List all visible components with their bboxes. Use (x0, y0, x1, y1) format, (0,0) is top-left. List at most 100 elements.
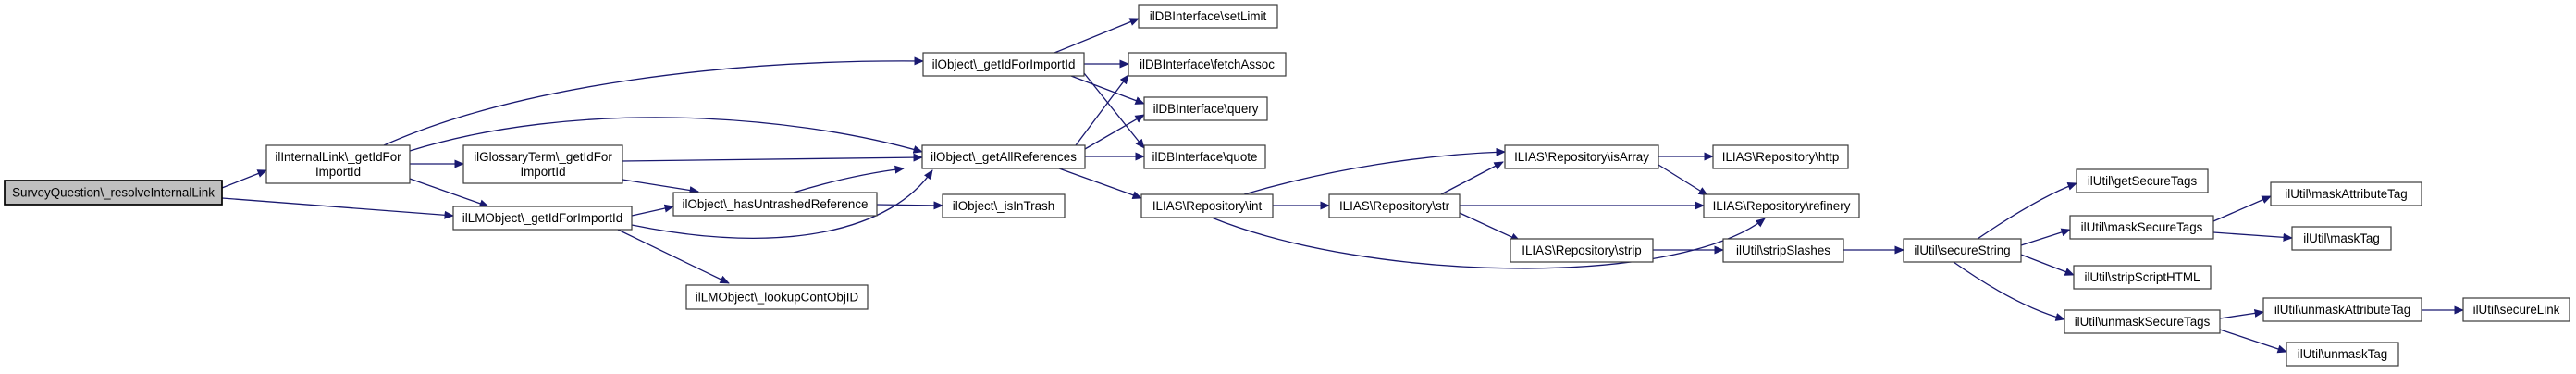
edge-il-internal-link-get-id-for-import-id--il-lm-object-get-id-for-import-id (409, 178, 489, 208)
node-label-line: ilDBInterface\fetchAssoc (1140, 57, 1275, 71)
node-label: ILIAS\Repository\strip (1522, 243, 1642, 257)
node-label-line: ILIAS\Repository\int (1152, 199, 1263, 213)
node-box (1143, 144, 1266, 169)
node-il-db-interface-set-limit[interactable]: ilDBInterface\setLimit (1138, 4, 1278, 29)
node-survey-question-resolve-internal-link[interactable]: SurveyQuestion\_resolveInternalLink (4, 180, 223, 206)
node-label-line: ilObject\_getIdForImportId (932, 57, 1076, 71)
node-label: ilDBInterface\query (1153, 102, 1259, 116)
node-box (2076, 168, 2209, 193)
node-label-line: ilUtil\unmaskSecureTags (2075, 315, 2211, 329)
node-il-object-get-all-references[interactable]: ilObject\_getAllReferences (921, 144, 1086, 169)
node-ilias-repository-is-array[interactable]: ILIAS\Repository\isArray (1504, 144, 1659, 169)
edge-ilias-repository-str--ilias-repository-is-array (1440, 161, 1504, 195)
node-label: ilLMObject\_lookupContObjID (696, 291, 859, 305)
node-il-object-has-untrashed-reference[interactable]: ilObject\_hasUntrashedReference (672, 192, 878, 217)
node-il-util-unmask-tag[interactable]: ilUtil\unmaskTag (2286, 342, 2399, 367)
node-ilias-repository-refinery[interactable]: ILIAS\Repository\refinery (1703, 193, 1860, 218)
node-ilias-repository-str[interactable]: ILIAS\Repository\str (1328, 193, 1461, 218)
node-label-line: ilDBInterface\query (1153, 102, 1259, 116)
node-label: ilDBInterface\fetchAssoc (1140, 57, 1275, 71)
node-il-util-secure-string[interactable]: ilUtil\secureString (1903, 238, 2022, 263)
node-label: ilUtil\secureString (1914, 243, 2010, 257)
edge-il-util-secure-string--il-util-strip-script-html (2020, 254, 2075, 276)
node-ilias-repository-http[interactable]: ILIAS\Repository\http (1712, 144, 1849, 169)
node-box (2064, 309, 2221, 334)
node-il-util-mask-secure-tags[interactable]: ilUtil\maskSecureTags (2069, 215, 2214, 240)
node-ilias-repository-strip[interactable]: ILIAS\Repository\strip (1510, 238, 1654, 263)
node-il-object-get-id-for-import-id[interactable]: ilObject\_getIdForImportId (922, 52, 1085, 77)
node-box (1143, 96, 1268, 121)
edge-ilias-repository-is-array--ilias-repository-refinery (1658, 164, 1708, 196)
node-il-util-mask-tag[interactable]: ilUtil\maskTag (2291, 226, 2392, 251)
node-box (1510, 238, 1654, 263)
node-il-util-strip-script-html[interactable]: ilUtil\stripScriptHTML (2073, 265, 2212, 290)
node-il-util-mask-attribute-tag[interactable]: ilUtil\maskAttributeTag (2270, 181, 2422, 206)
node-box (452, 206, 633, 231)
node-il-util-strip-slashes[interactable]: ilUtil\stripSlashes (1722, 238, 1844, 263)
edge-il-internal-link-get-id-for-import-id--il-object-get-id-for-import-id (383, 56, 924, 146)
node-label-line: ilUtil\unmaskTag (2298, 347, 2388, 361)
node-label: ilUtil\maskSecureTags (2081, 220, 2203, 234)
node-box (462, 144, 623, 184)
edge-il-util-secure-string--il-util-get-secure-tags (1977, 182, 2077, 240)
node-label-line: ilUtil\unmaskAttributeTag (2274, 303, 2410, 317)
node-box (1722, 238, 1844, 263)
node-il-util-get-secure-tags[interactable]: ilUtil\getSecureTags (2076, 168, 2209, 193)
node-il-util-secure-link[interactable]: ilUtil\secureLink (2462, 297, 2570, 322)
edge-il-util-unmask-secure-tags--il-util-unmask-tag (2219, 329, 2287, 354)
node-box (2073, 265, 2212, 290)
node-il-db-interface-quote[interactable]: ilDBInterface\quote (1143, 144, 1266, 169)
node-label-line: ilUtil\stripScriptHTML (2085, 270, 2200, 284)
node-label-line: ilUtil\maskTag (2303, 231, 2380, 245)
edge-il-lm-object-get-id-for-import-id--il-object-has-untrashed-reference (631, 204, 674, 217)
edge-ilias-repository-str--ilias-repository-strip (1459, 212, 1521, 242)
node-label-line: ilObject\_hasUntrashedReference (683, 197, 869, 211)
node-box (672, 192, 878, 217)
node-il-lm-object-get-id-for-import-id[interactable]: ilLMObject\_getIdForImportId (452, 206, 633, 231)
node-box (265, 144, 411, 184)
nodes-layer: SurveyQuestion\_resolveInternalLink ilInt… (4, 4, 2570, 367)
edge-il-glossary-term-get-id-for-import-id--il-object-get-all-references (622, 153, 923, 162)
node-il-util-unmask-secure-tags[interactable]: ilUtil\unmaskSecureTags (2064, 309, 2221, 334)
node-label-line: ILIAS\Repository\http (1722, 150, 1840, 164)
edge-il-util-mask-secure-tags--il-util-mask-tag (2212, 231, 2293, 242)
node-label: ILIAS\Repository\isArray (1514, 150, 1649, 164)
node-label: ilUtil\getSecureTags (2088, 174, 2198, 188)
node-label: ilUtil\secureLink (2473, 303, 2560, 317)
node-label-line: ilUtil\maskAttributeTag (2285, 187, 2407, 201)
node-il-db-interface-fetch-assoc[interactable]: ilDBInterface\fetchAssoc (1128, 52, 1287, 77)
edge-il-object-get-all-references--il-db-interface-fetch-assoc (1075, 74, 1129, 146)
edge-il-util-mask-secure-tags--il-util-mask-attribute-tag (2212, 195, 2272, 222)
node-il-object-is-in-trash[interactable]: ilObject\_isInTrash (942, 193, 1066, 218)
node-box (2270, 181, 2422, 206)
node-ilias-repository-int[interactable]: ILIAS\Repository\int (1140, 193, 1274, 218)
edge-il-glossary-term-get-id-for-import-id--il-object-has-untrashed-reference (622, 179, 699, 194)
node-box (1128, 52, 1287, 77)
node-box (921, 144, 1086, 169)
edge-survey-question-resolve-internal-link--il-lm-object-get-id-for-import-id (221, 197, 454, 219)
edge-il-object-has-untrashed-reference--il-object-is-in-trash (876, 201, 943, 210)
edge-il-object-get-all-references--il-db-interface-query (1084, 114, 1145, 150)
node-label-line: ilObject\_getAllReferences (931, 150, 1077, 164)
node-box (2069, 215, 2214, 240)
edge-il-object-get-id-for-import-id--il-db-interface-set-limit (1054, 18, 1140, 54)
node-box (942, 193, 1066, 218)
edge-il-object-get-id-for-import-id--il-db-interface-quote (1083, 72, 1145, 149)
node-box (1138, 4, 1278, 29)
node-il-lm-object-lookup-cont-obj-id[interactable]: ilLMObject\_lookupContObjID (685, 284, 869, 310)
node-il-db-interface-query[interactable]: ilDBInterface\query (1143, 96, 1268, 121)
node-box (2291, 226, 2392, 251)
edge-il-lm-object-get-id-for-import-id--il-object-get-all-references (631, 169, 933, 239)
edge-survey-question-resolve-internal-link--il-internal-link-get-id-for-import-id (221, 169, 267, 189)
node-label: ILIAS\Repository\http (1722, 150, 1840, 164)
node-label-line: ilDBInterface\setLimit (1150, 9, 1267, 23)
node-label: ilUtil\maskTag (2303, 231, 2380, 245)
edge-il-util-secure-string--il-util-unmask-secure-tags (1953, 261, 2065, 321)
node-label-line: ImportId (520, 165, 565, 179)
node-il-util-unmask-attribute-tag[interactable]: ilUtil\unmaskAttributeTag (2262, 297, 2422, 322)
